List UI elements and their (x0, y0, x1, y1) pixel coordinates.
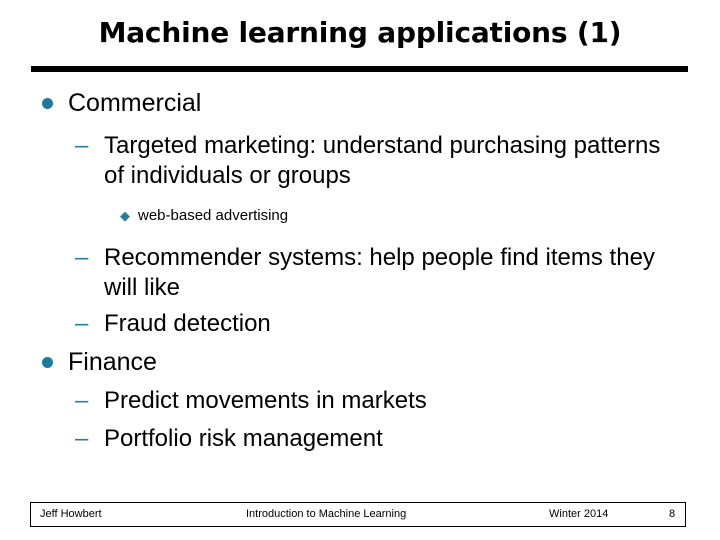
list-item: ◆ web-based advertising (0, 205, 720, 227)
spacer (0, 416, 720, 424)
footer-term: Winter 2014 (549, 508, 609, 520)
title-divider-rule (31, 66, 688, 72)
spacer (0, 339, 720, 347)
en-dash-icon: – (75, 244, 89, 271)
spacer (0, 227, 720, 243)
list-item-label: Targeted marketing: understand purchasin… (104, 132, 661, 189)
round-bullet-icon (42, 357, 53, 368)
spacer (0, 119, 720, 131)
en-dash-icon: – (75, 132, 89, 159)
list-item: – Fraud detection (0, 309, 664, 339)
en-dash-icon: – (75, 387, 89, 414)
list-item: – Recommender systems: help people find … (0, 243, 664, 303)
list-item-label: Finance (68, 348, 157, 376)
en-dash-icon: – (75, 425, 89, 452)
en-dash-icon: – (75, 310, 89, 337)
footer-course-name: Introduction to Machine Learning (246, 508, 407, 520)
page-title: Machine learning applications (1) (98, 16, 622, 49)
list-item-label: Fraud detection (104, 310, 271, 337)
slide-footer: Jeff Howbert Introduction to Machine Lea… (30, 502, 686, 527)
diamond-bullet-icon: ◆ (120, 208, 130, 223)
list-item-label: Recommender systems: help people find it… (104, 244, 655, 301)
spacer (0, 378, 720, 386)
list-item: Commercial (0, 88, 720, 119)
list-item: Finance (0, 347, 720, 378)
footer-content: Jeff Howbert Introduction to Machine Lea… (31, 503, 685, 526)
slide-body: Commercial – Targeted marketing: underst… (0, 88, 720, 454)
list-item: – Predict movements in markets (0, 386, 664, 416)
list-item-label: Predict movements in markets (104, 387, 427, 414)
list-item-label: web-based advertising (138, 207, 289, 224)
list-item: – Targeted marketing: understand purchas… (0, 131, 664, 191)
footer-page-number: 8 (668, 508, 676, 520)
footer-author: Jeff Howbert (40, 508, 102, 520)
list-item-label: Commercial (68, 89, 202, 117)
spacer (0, 191, 720, 205)
list-item-label: Portfolio risk management (104, 425, 383, 452)
round-bullet-icon (42, 98, 53, 109)
list-item: – Portfolio risk management (0, 424, 664, 454)
